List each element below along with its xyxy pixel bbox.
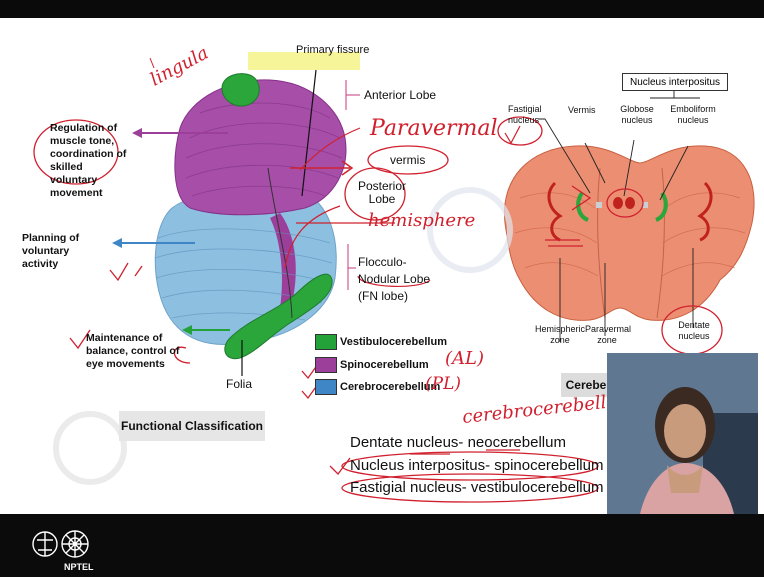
lingula-shape (222, 74, 259, 106)
anterior-lobe-shape (175, 80, 346, 215)
paravermal-zone-label: Paravermal zone (585, 324, 629, 346)
legend-swatch-spino (315, 357, 337, 373)
slide: Primary fissure Anterior Lobe vermis Pos… (0, 18, 764, 514)
primary-fissure-label: Primary fissure (296, 44, 369, 57)
handwriting-paravermal: Paravermal (370, 116, 498, 141)
function-balance: Maintenance of balance, control of eye m… (86, 332, 181, 371)
presenter-video (607, 353, 758, 514)
functional-classification-caption: Functional Classification (119, 411, 265, 441)
nptel-text: NPTEL (64, 562, 94, 572)
relation-dentate: Dentate nucleus- neocerebellum (350, 434, 566, 451)
vermis-label: vermis (390, 154, 425, 167)
footer-bar: NPTEL (0, 514, 764, 577)
dentate-label: Dentate nucleus (672, 320, 716, 342)
top-bar (0, 0, 764, 18)
emboliform-label: Emboliform nucleus (666, 104, 720, 126)
folia-label: Folia (226, 378, 252, 391)
handwriting-al: (AL) (445, 348, 484, 369)
handwriting-hemisphere: hemisphere (368, 210, 475, 231)
legend-label-spino: Spinocerebellum (340, 359, 429, 372)
flocculo-nodular-label: Flocculo-Nodular Lobe (FN lobe) (358, 254, 438, 305)
posterior-lobe-label: Posterior Lobe (358, 180, 406, 206)
anterior-lobe-label: Anterior Lobe (364, 89, 436, 102)
legend-swatch-vestibulo (315, 334, 337, 350)
vermis-nuclei-label: Vermis (568, 104, 596, 117)
relation-interpositus: Nucleus interpositus- spinocerebellum (350, 457, 603, 474)
relation-fastigial: Fastigial nucleus- vestibulocerebellum (350, 479, 603, 496)
hemispheric-zone-label: Hemispheric zone (530, 324, 590, 346)
function-regulation: Regulation of muscle tone, coordination … (50, 122, 128, 200)
fastigial-label: Fastigial nucleus (508, 104, 552, 126)
nucleus-interpositus-label: Nucleus interpositus (622, 73, 728, 91)
function-planning: Planning of voluntary activity (22, 232, 107, 271)
handwriting-pl: (PL) (425, 374, 461, 394)
globose-label: Globose nucleus (615, 104, 659, 126)
legend-label-vestibulo: Vestibulocerebellum (340, 336, 447, 349)
legend-swatch-cerebro (315, 379, 337, 395)
